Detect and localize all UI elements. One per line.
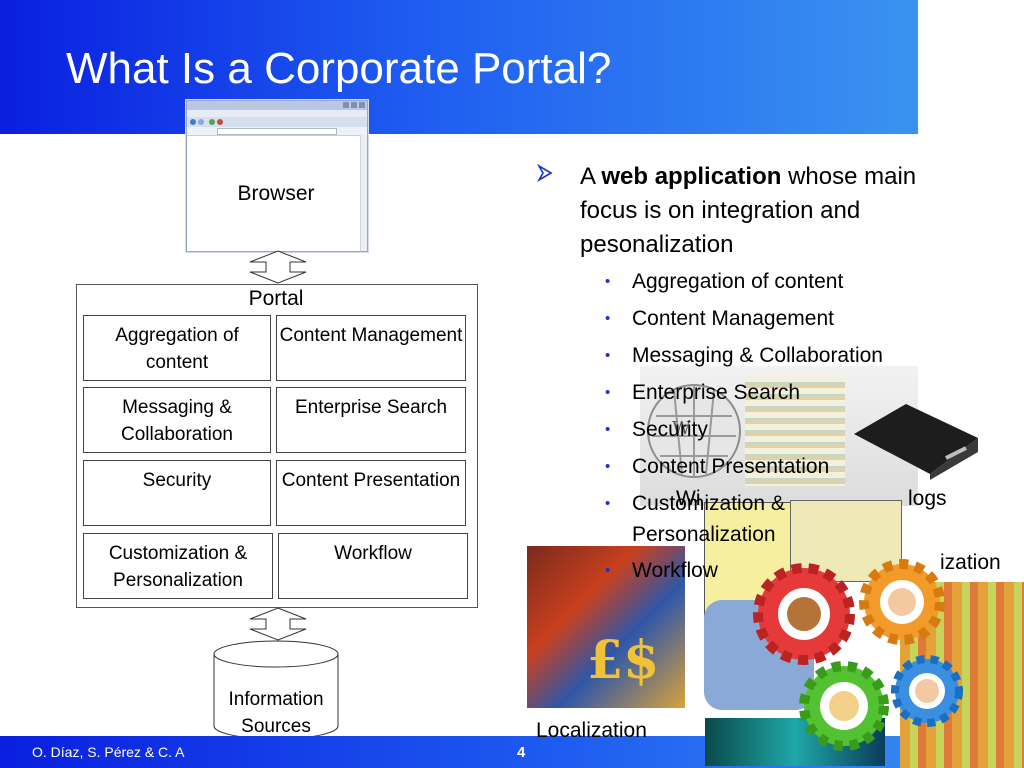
sub-bullet-item: Content Presentation	[632, 455, 830, 478]
svg-text:W: W	[672, 418, 691, 439]
cell-messaging: Messaging & Collaboration	[83, 387, 271, 453]
minimize-icon	[343, 102, 349, 108]
bullet-dot-icon: •	[605, 310, 611, 327]
cell-content-presentation: Content Presentation	[276, 460, 466, 526]
window-titlebar	[187, 101, 367, 110]
wikipedia-globe-icon: W	[647, 384, 741, 478]
cell-workflow: Workflow	[278, 533, 468, 599]
pound-sign-icon: £$	[587, 630, 660, 691]
arrow-bullet-icon	[537, 164, 553, 182]
address-field	[217, 128, 337, 135]
wiki-label: Wi	[676, 487, 701, 510]
back-icon	[190, 119, 196, 125]
main-bullet-prefix: A	[580, 163, 595, 190]
bullet-dot-icon: •	[605, 421, 611, 438]
browser-window-illustration	[186, 100, 368, 252]
bullet-dot-icon: •	[605, 562, 611, 579]
cell-content-management: Content Management	[276, 315, 466, 381]
blogs-label: logs	[908, 487, 947, 510]
cell-security: Security	[83, 460, 271, 526]
bullet-dot-icon: •	[605, 347, 611, 364]
browser-label: Browser	[237, 182, 315, 205]
sub-bullet-item: Aggregation of content	[632, 270, 844, 293]
window-toolbar	[187, 117, 367, 127]
stop-icon	[217, 119, 223, 125]
footer-authors: O. Díaz, S. Pérez & C. A	[32, 744, 185, 760]
title-bar	[0, 0, 918, 134]
cell-enterprise-search: Enterprise Search	[276, 387, 466, 453]
page-number: 4	[517, 744, 526, 761]
bullet-dot-icon: •	[605, 273, 611, 290]
wallet-image	[854, 404, 978, 480]
cell-aggregation: Aggregation of content	[83, 315, 271, 381]
localization-label: Localization	[536, 719, 647, 742]
main-bullet-bold: web application	[601, 163, 782, 190]
sub-bullet-item: Messaging & Collaboration	[632, 344, 883, 367]
slide-title: What Is a Corporate Portal?	[66, 44, 612, 93]
reload-icon	[209, 119, 215, 125]
gears-people-image	[753, 559, 963, 751]
sub-bullet-item-continued: Personalization	[632, 523, 776, 546]
sub-bullet-item: Security	[632, 418, 708, 441]
maximize-icon	[351, 102, 357, 108]
sub-bullet-item: Workflow	[632, 559, 718, 582]
bullet-dot-icon: •	[605, 458, 611, 475]
currency-flags-image	[527, 546, 685, 708]
bullet-dot-icon: •	[605, 495, 611, 512]
window-menubar	[187, 110, 367, 117]
sub-bullet-item: Enterprise Search	[632, 381, 801, 404]
close-icon	[359, 102, 365, 108]
information-sources-label: Information Sources	[228, 689, 324, 737]
double-arrow-bottom	[249, 607, 307, 641]
stacked-papers-image	[745, 376, 845, 486]
main-bullet-text: A web application whose main focus is on…	[580, 160, 940, 262]
bullet-dot-icon: •	[605, 384, 611, 401]
forward-icon	[198, 119, 204, 125]
ization-label: ization	[940, 551, 1001, 574]
scrollbar	[360, 135, 367, 251]
double-arrow-top	[249, 250, 307, 284]
main-bullet-rest: whose main focus is on integration and p…	[580, 163, 917, 258]
cell-customization: Customization & Personalization	[83, 533, 273, 599]
sub-bullet-item: Customization &	[632, 492, 785, 515]
sub-bullet-item: Content Management	[632, 307, 834, 330]
portal-label: Portal	[248, 287, 304, 310]
